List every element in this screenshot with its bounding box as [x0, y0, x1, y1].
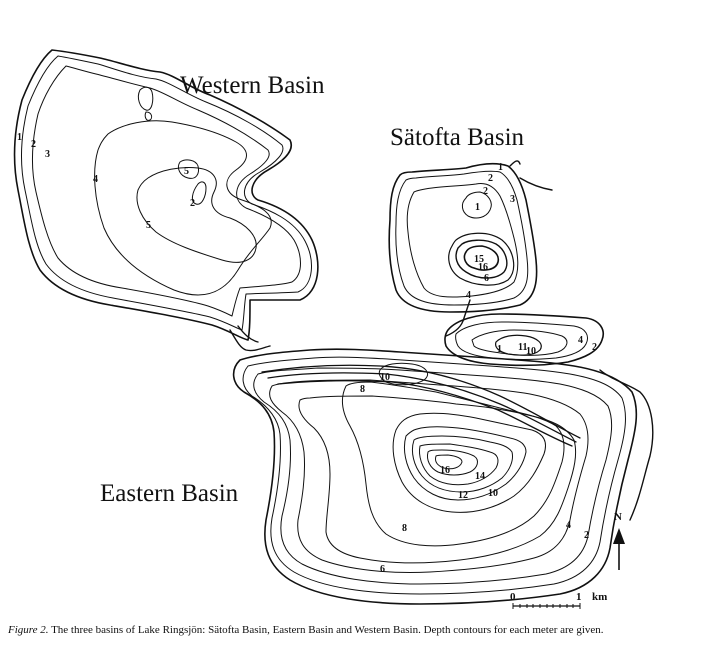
- depth-label-s2b: 2: [483, 186, 488, 197]
- depth-label-s16: 16: [478, 262, 488, 273]
- western-contour-small2: [144, 111, 153, 121]
- depth-label-w2b: 2: [190, 198, 195, 209]
- depth-label-e2: 2: [584, 530, 589, 541]
- eastern-east-shore: [599, 369, 654, 521]
- eastern-contour-10b: [392, 412, 546, 513]
- depth-label-w5a: 5: [184, 166, 189, 177]
- depth-label-m1: 1: [497, 344, 502, 355]
- depth-label-e8b: 8: [402, 523, 407, 534]
- depth-label-m11: 11: [518, 342, 527, 353]
- western-shoreline: [13, 49, 319, 341]
- scale-start-label: 0: [510, 591, 516, 603]
- depth-label-s2a: 2: [488, 173, 493, 184]
- middle-shoreline: [444, 313, 604, 367]
- western-contour-1: [20, 55, 312, 331]
- eastern-contour-6: [298, 395, 577, 564]
- depth-label-s3: 3: [510, 194, 515, 205]
- middle-contour-4: [471, 329, 568, 356]
- depth-label-m4: 4: [578, 335, 583, 346]
- depth-label-s1b: 1: [475, 202, 480, 213]
- depth-label-m2: 2: [592, 342, 597, 353]
- eastern-contour-12: [403, 426, 527, 501]
- north-label: N: [614, 511, 622, 523]
- depth-label-w5b: 5: [146, 220, 151, 231]
- depth-label-s15: 15: [474, 254, 484, 265]
- western-contour-2b: [191, 181, 207, 205]
- depth-label-e16: 16: [440, 465, 450, 476]
- depth-label-e4: 4: [566, 520, 571, 531]
- depth-label-w2: 2: [31, 139, 36, 150]
- depth-label-e14: 14: [475, 471, 485, 482]
- depth-label-w4: 4: [93, 174, 98, 185]
- eastern-contour-15: [427, 449, 478, 476]
- western-contour-5b: [177, 159, 199, 179]
- eastern-contour-8: [342, 381, 565, 547]
- depth-label-e10: 10: [380, 372, 390, 383]
- figure-caption: Figure 2. The three basins of Lake Rings…: [8, 624, 698, 636]
- channel-west-east: [229, 325, 271, 352]
- satofta-contour-deep1: [448, 232, 515, 286]
- eastern-contour-14: [419, 443, 499, 486]
- depth-label-m10: 10: [526, 346, 536, 357]
- depth-label-e6: 6: [380, 564, 385, 575]
- depth-labels: 1 2 3 4 5 2 5 1 2 2 3 1 15 16 6 4 1 11 1…: [17, 132, 597, 575]
- eastern-contour-1: [242, 356, 626, 595]
- eastern-north-bundle-3: [277, 380, 573, 447]
- western-contour-4: [94, 120, 272, 296]
- scale-unit-label: km: [592, 591, 607, 603]
- middle-contour-1: [455, 321, 588, 360]
- satofta-shoreline: [388, 163, 538, 313]
- western-contour-5: [136, 167, 257, 263]
- satofta-contour-2: [406, 183, 519, 298]
- scale-bar: 0 1 km: [510, 591, 607, 609]
- caption-text: The three basins of Lake Ringsjön: Sätof…: [48, 624, 604, 636]
- eastern-north-bundle-2: [267, 372, 577, 443]
- figure-number: Figure 2.: [8, 624, 49, 636]
- eastern-contour-2: [253, 367, 613, 585]
- eastern-contour-13: [411, 435, 513, 493]
- western-contour-2: [31, 65, 301, 317]
- satofta-outlet: [445, 160, 553, 337]
- depth-label-s6: 6: [484, 273, 489, 284]
- eastern-contour-16: [435, 454, 463, 470]
- satofta-contour-deep3: [463, 245, 500, 271]
- depth-label-s1: 1: [498, 162, 503, 173]
- satofta-basin-label: Sätofta Basin: [390, 124, 525, 151]
- depth-label-e10b: 10: [488, 488, 498, 499]
- eastern-north-bundle-1: [261, 364, 581, 439]
- eastern-basin-label: Eastern Basin: [100, 480, 239, 507]
- satofta-contour-deep2: [455, 239, 508, 279]
- scale-end-label: 1: [576, 591, 582, 603]
- western-contour-small: [137, 86, 154, 111]
- lake-contour-map: 1 2 3 4 5 2 5 1 2 2 3 1 15 16 6 4 1 11 1…: [13, 49, 654, 609]
- depth-label-e8a: 8: [360, 384, 365, 395]
- eastern-shoreline: [232, 348, 638, 605]
- depth-label-w1: 1: [17, 132, 22, 143]
- scale-ticks: [512, 603, 581, 609]
- depth-label-w3: 3: [45, 149, 50, 160]
- depth-label-e12: 12: [458, 490, 468, 501]
- north-arrow: N: [613, 511, 625, 570]
- depth-label-s4: 4: [466, 290, 471, 301]
- middle-contour-deep: [495, 334, 542, 356]
- north-arrow-head: [613, 528, 625, 544]
- satofta-contour-1: [395, 170, 529, 306]
- eastern-contour-4: [269, 379, 589, 573]
- satofta-contour-3: [461, 191, 492, 219]
- western-basin-label: Western Basin: [180, 72, 325, 99]
